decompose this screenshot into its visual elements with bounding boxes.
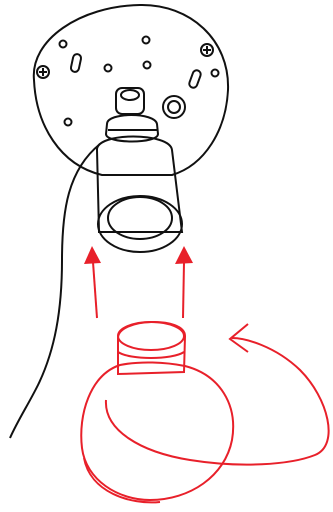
cable-gland xyxy=(162,95,186,119)
up-arrow-right xyxy=(175,246,193,319)
socket-opening-inner xyxy=(107,196,173,240)
mounting-hole xyxy=(63,117,73,127)
up-arrow-left xyxy=(84,246,101,319)
mounting-slot xyxy=(188,69,202,89)
plate-outline xyxy=(32,3,230,176)
bulb-globe xyxy=(80,361,235,502)
mounting-plate xyxy=(32,3,230,176)
socket-body xyxy=(95,135,184,233)
mounting-hole xyxy=(142,60,152,70)
screw-icon xyxy=(200,43,214,57)
mounting-slot xyxy=(69,53,83,73)
mounting-hole xyxy=(141,35,151,45)
instruction-marks xyxy=(80,246,330,504)
bulb-base xyxy=(117,320,187,376)
power-cable xyxy=(9,143,101,439)
mounting-hole xyxy=(210,68,220,78)
socket-opening xyxy=(97,195,183,253)
cable-gland-inner xyxy=(167,100,181,114)
screw-icon xyxy=(36,65,50,79)
mounting-hole xyxy=(103,63,113,73)
swivel-joint xyxy=(115,87,145,115)
lamp-socket xyxy=(95,87,184,253)
light-bulb xyxy=(80,320,235,504)
rotate-clockwise-arrow xyxy=(104,323,330,466)
mounting-hole xyxy=(58,39,68,49)
